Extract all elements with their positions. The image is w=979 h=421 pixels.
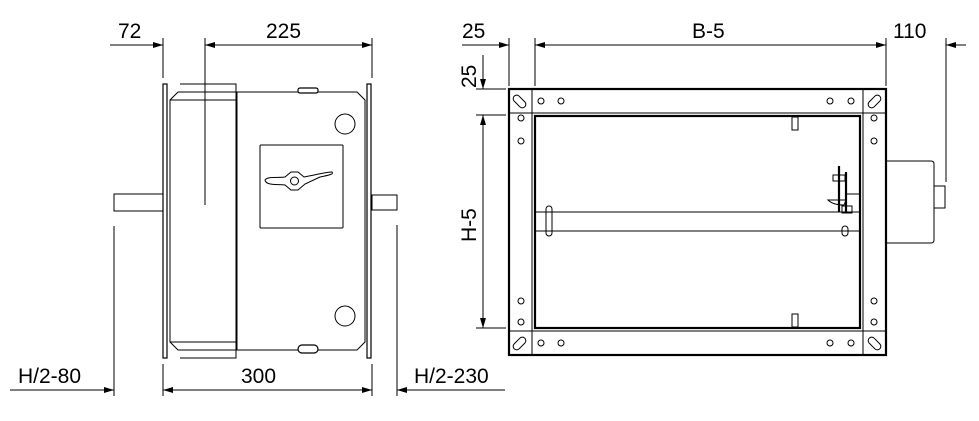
left-shaft xyxy=(113,193,164,212)
dim-110: 110 xyxy=(893,20,926,43)
dim-b-5: B-5 xyxy=(692,20,725,43)
inspection-window xyxy=(259,144,344,229)
left-flange xyxy=(162,83,168,359)
right-shaft xyxy=(371,194,398,211)
duct-opening xyxy=(533,114,862,330)
bottom-clip xyxy=(297,344,319,354)
dim-300: 300 xyxy=(241,365,276,388)
dim-h2-80: H/2-80 xyxy=(18,365,81,388)
right-flange xyxy=(366,83,372,359)
front-view: 25 B-5 110 25 H-5 xyxy=(458,20,966,357)
dim-25-left: 25 xyxy=(458,65,481,88)
bolt-holes xyxy=(512,94,882,351)
dim-25-top: 25 xyxy=(462,20,485,43)
blade-section xyxy=(169,91,238,351)
casing xyxy=(237,91,366,351)
dim-h-5: H-5 xyxy=(458,208,481,242)
hole-icon xyxy=(334,305,356,327)
side-view: 72 225 H/2-80 300 H/2-230 xyxy=(10,20,505,396)
top-clip xyxy=(297,87,319,94)
dim-h2-230: H/2-230 xyxy=(414,365,489,388)
hole-icon xyxy=(334,113,356,135)
flange-frame xyxy=(507,87,888,357)
dim-72: 72 xyxy=(118,20,141,43)
actuator-shaft xyxy=(933,185,946,209)
dim-225: 225 xyxy=(266,20,301,43)
wing-nut-icon xyxy=(264,171,333,191)
damper-blade xyxy=(534,211,861,232)
actuator-housing xyxy=(886,160,935,244)
